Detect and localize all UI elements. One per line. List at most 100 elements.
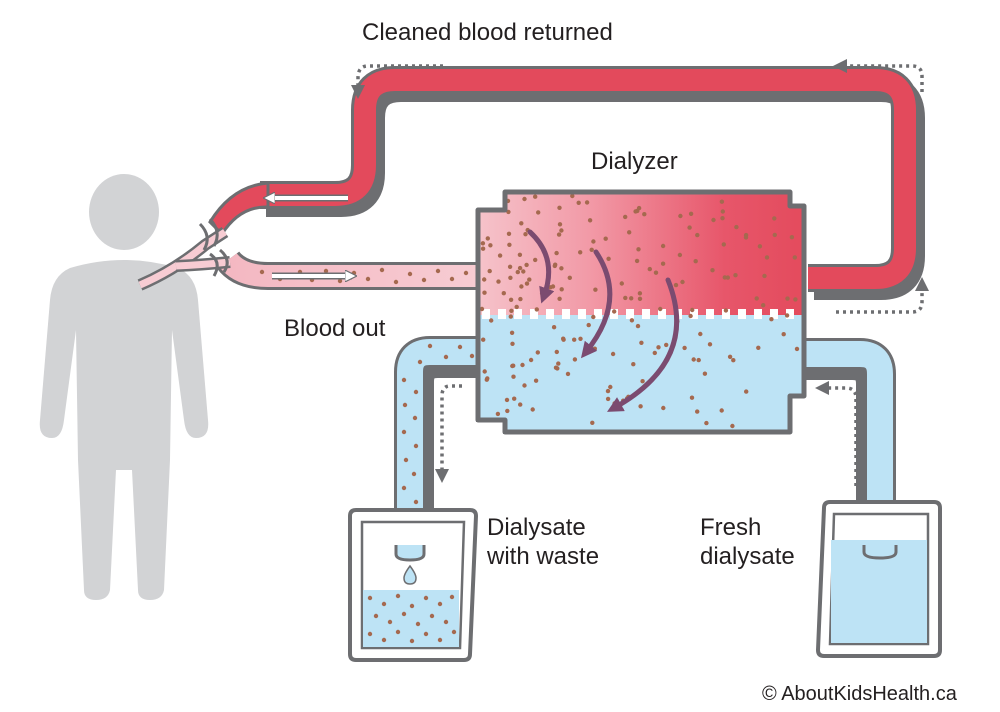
waste-particle <box>756 345 761 350</box>
waste-particle <box>794 346 800 352</box>
waste-particle <box>733 273 738 278</box>
drip-drop-icon <box>403 564 417 585</box>
waste-particle <box>504 397 510 403</box>
waste-particle <box>610 351 616 357</box>
waste-particle <box>501 291 506 296</box>
person-silhouette-icon <box>39 174 209 600</box>
waste-particle <box>590 420 595 425</box>
waste-particle <box>653 270 659 275</box>
waste-particle <box>633 209 638 214</box>
waste-particle <box>695 409 700 414</box>
waste-particle <box>556 361 561 366</box>
waste-particle <box>682 345 687 351</box>
waste-particle <box>793 297 798 302</box>
waste-particle <box>605 396 611 402</box>
waste-particle <box>593 287 598 292</box>
waste-particle <box>534 307 539 312</box>
waste-particle <box>642 212 647 217</box>
waste-particle <box>757 244 763 249</box>
waste-particle <box>606 256 611 261</box>
waste-particle <box>556 232 562 237</box>
waste-particle <box>482 290 487 295</box>
waste-particle <box>661 405 666 411</box>
waste-particle <box>623 295 628 301</box>
waste-particle <box>527 277 532 282</box>
waste-particle <box>677 252 683 258</box>
waste-particle <box>589 247 594 252</box>
waste-particle <box>578 250 583 255</box>
waste-particle <box>519 221 524 226</box>
waste-particle <box>505 408 510 414</box>
waste-particle <box>528 357 534 363</box>
waste-particle <box>764 255 770 260</box>
waste-particle <box>637 296 643 301</box>
waste-particle <box>497 253 503 258</box>
waste-particle <box>508 275 513 280</box>
waste-particle <box>522 196 527 202</box>
waste-particle <box>507 264 513 269</box>
waste-particle <box>591 239 596 244</box>
waste-particle <box>561 337 566 342</box>
waste-particle <box>640 379 645 384</box>
waste-particle <box>734 224 739 230</box>
waste-particle <box>730 423 735 429</box>
waste-particle <box>608 384 613 390</box>
waste-particle <box>557 296 562 301</box>
waste-particle <box>506 231 512 236</box>
waste-particle <box>496 279 501 284</box>
waste-particle <box>629 318 635 323</box>
waste-particle <box>687 225 692 230</box>
waste-particle <box>660 261 666 266</box>
waste-particle <box>517 252 523 257</box>
waste-particle <box>634 258 640 264</box>
waste-particle <box>554 250 559 256</box>
waste-particle <box>522 383 527 388</box>
waste-particle <box>698 331 703 337</box>
arm-access-line <box>137 217 231 291</box>
waste-particle <box>507 242 512 247</box>
waste-particle <box>508 297 514 302</box>
waste-particle <box>762 273 767 279</box>
waste-particle <box>696 357 701 363</box>
membrane <box>482 309 794 319</box>
waste-particle <box>744 389 749 394</box>
waste-particle <box>612 309 617 314</box>
waste-particle <box>605 388 611 394</box>
waste-particle <box>535 350 540 355</box>
flow-direction-arrows <box>351 59 929 486</box>
waste-particle <box>629 296 634 301</box>
waste-particle <box>586 322 591 328</box>
waste-particle <box>647 266 652 272</box>
waste-particle <box>495 411 501 417</box>
waste-particle <box>480 246 486 251</box>
waste-particle <box>552 263 557 269</box>
waste-particle <box>484 377 489 382</box>
waste-particle <box>707 342 713 347</box>
diffusion-arrows <box>527 229 680 412</box>
waste-particle <box>572 357 578 362</box>
waste-particle <box>772 216 777 221</box>
waste-particle <box>627 230 632 235</box>
waste-particle <box>578 336 583 341</box>
waste-particle <box>565 371 571 377</box>
waste-particle <box>518 402 523 407</box>
waste-particle <box>524 262 529 268</box>
waste-particle <box>637 291 643 296</box>
fresh-dialysate-tube <box>792 338 896 555</box>
label-dialysate-with-waste: Dialysate with waste <box>487 514 600 570</box>
waste-particle <box>635 323 641 329</box>
waste-particle <box>533 257 538 263</box>
waste-particle <box>727 354 733 359</box>
waste-particle <box>664 342 669 348</box>
copyright-notice: © AboutKidsHealth.ca <box>762 683 957 705</box>
waste-particle <box>720 209 725 214</box>
waste-particle <box>509 330 515 335</box>
waste-particle <box>789 235 795 240</box>
waste-particle <box>688 313 693 319</box>
waste-particle <box>517 265 523 271</box>
waste-particle <box>533 378 539 383</box>
outgoing-blood-tube <box>216 250 480 290</box>
waste-particle <box>720 216 725 221</box>
